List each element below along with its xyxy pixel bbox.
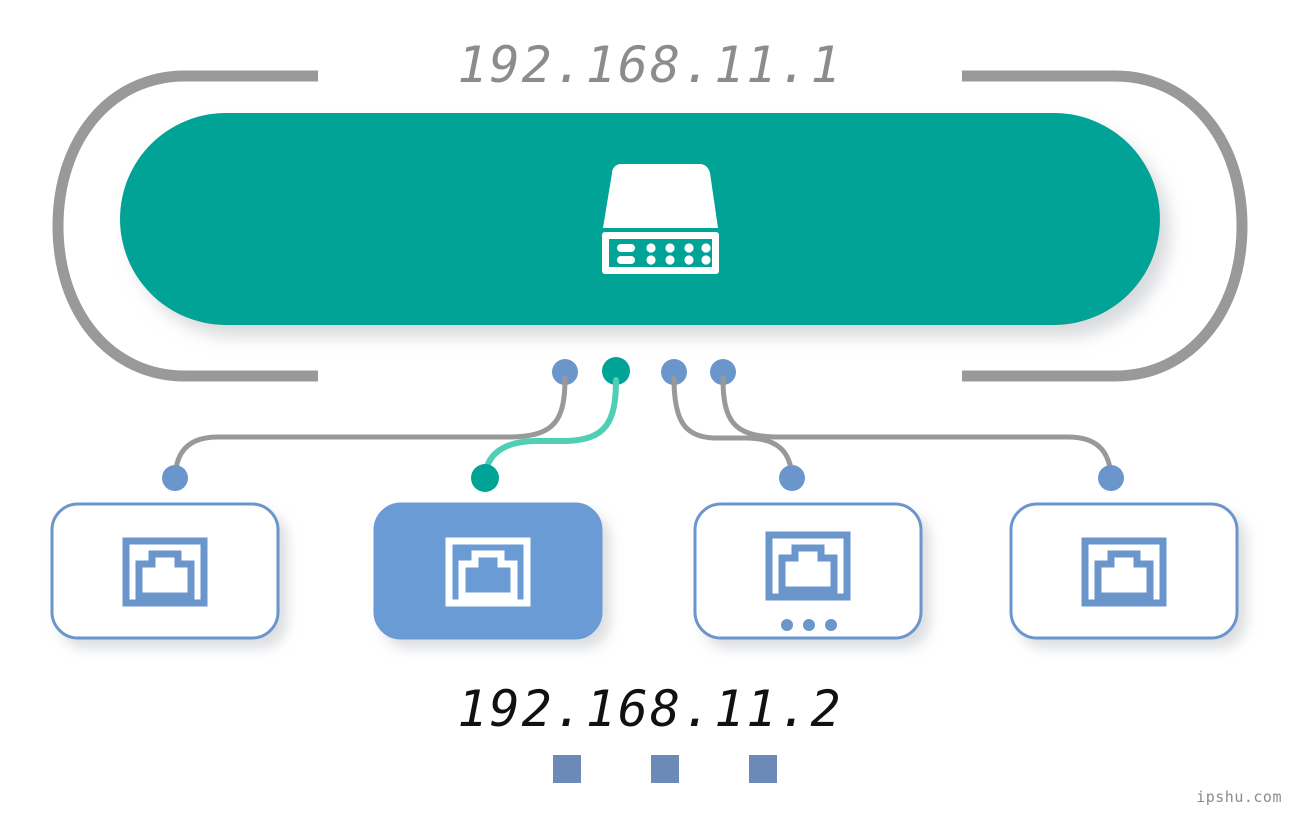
ethernet-port-icon [765,531,851,601]
router-port-1[interactable] [552,359,578,385]
ethernet-port-icon [122,537,208,607]
legend-square-2 [651,755,679,783]
endpoint-device-1[interactable] [162,465,188,491]
router-port-4[interactable] [710,359,736,385]
device-node-4[interactable] [1009,502,1239,640]
ethernet-port-icon [445,537,531,607]
endpoint-device-2[interactable] [471,464,499,492]
router-icon [602,164,719,274]
router-ip-label: 192.168.11.1 [457,36,843,94]
ethernet-port-icon [1081,537,1167,607]
link-port2-device2 [482,377,619,481]
link-port3-device3 [671,375,795,481]
device-box-2 [373,502,603,640]
watermark: ipshu.com [1196,788,1282,806]
device-node-3[interactable] [693,502,923,640]
endpoint-device-4[interactable] [1098,465,1124,491]
device-box-3 [693,502,923,640]
router-node[interactable] [120,113,1160,325]
link-port1-device1 [172,375,568,481]
router-port-2[interactable] [602,357,630,385]
device-node-1[interactable] [50,502,280,640]
link-port4-device4 [720,375,1114,481]
device-ip-label: 192.168.11.2 [457,680,843,738]
device-box-1 [50,502,280,640]
endpoint-device-3[interactable] [779,465,805,491]
status-dots-device-3 [781,619,837,631]
bracket-right [962,70,1248,382]
device-node-2[interactable] [373,502,603,640]
legend-square-1 [553,755,581,783]
router-port-3[interactable] [661,359,687,385]
bracket-left [52,70,318,382]
legend-square-3 [749,755,777,783]
device-box-4 [1009,502,1239,640]
